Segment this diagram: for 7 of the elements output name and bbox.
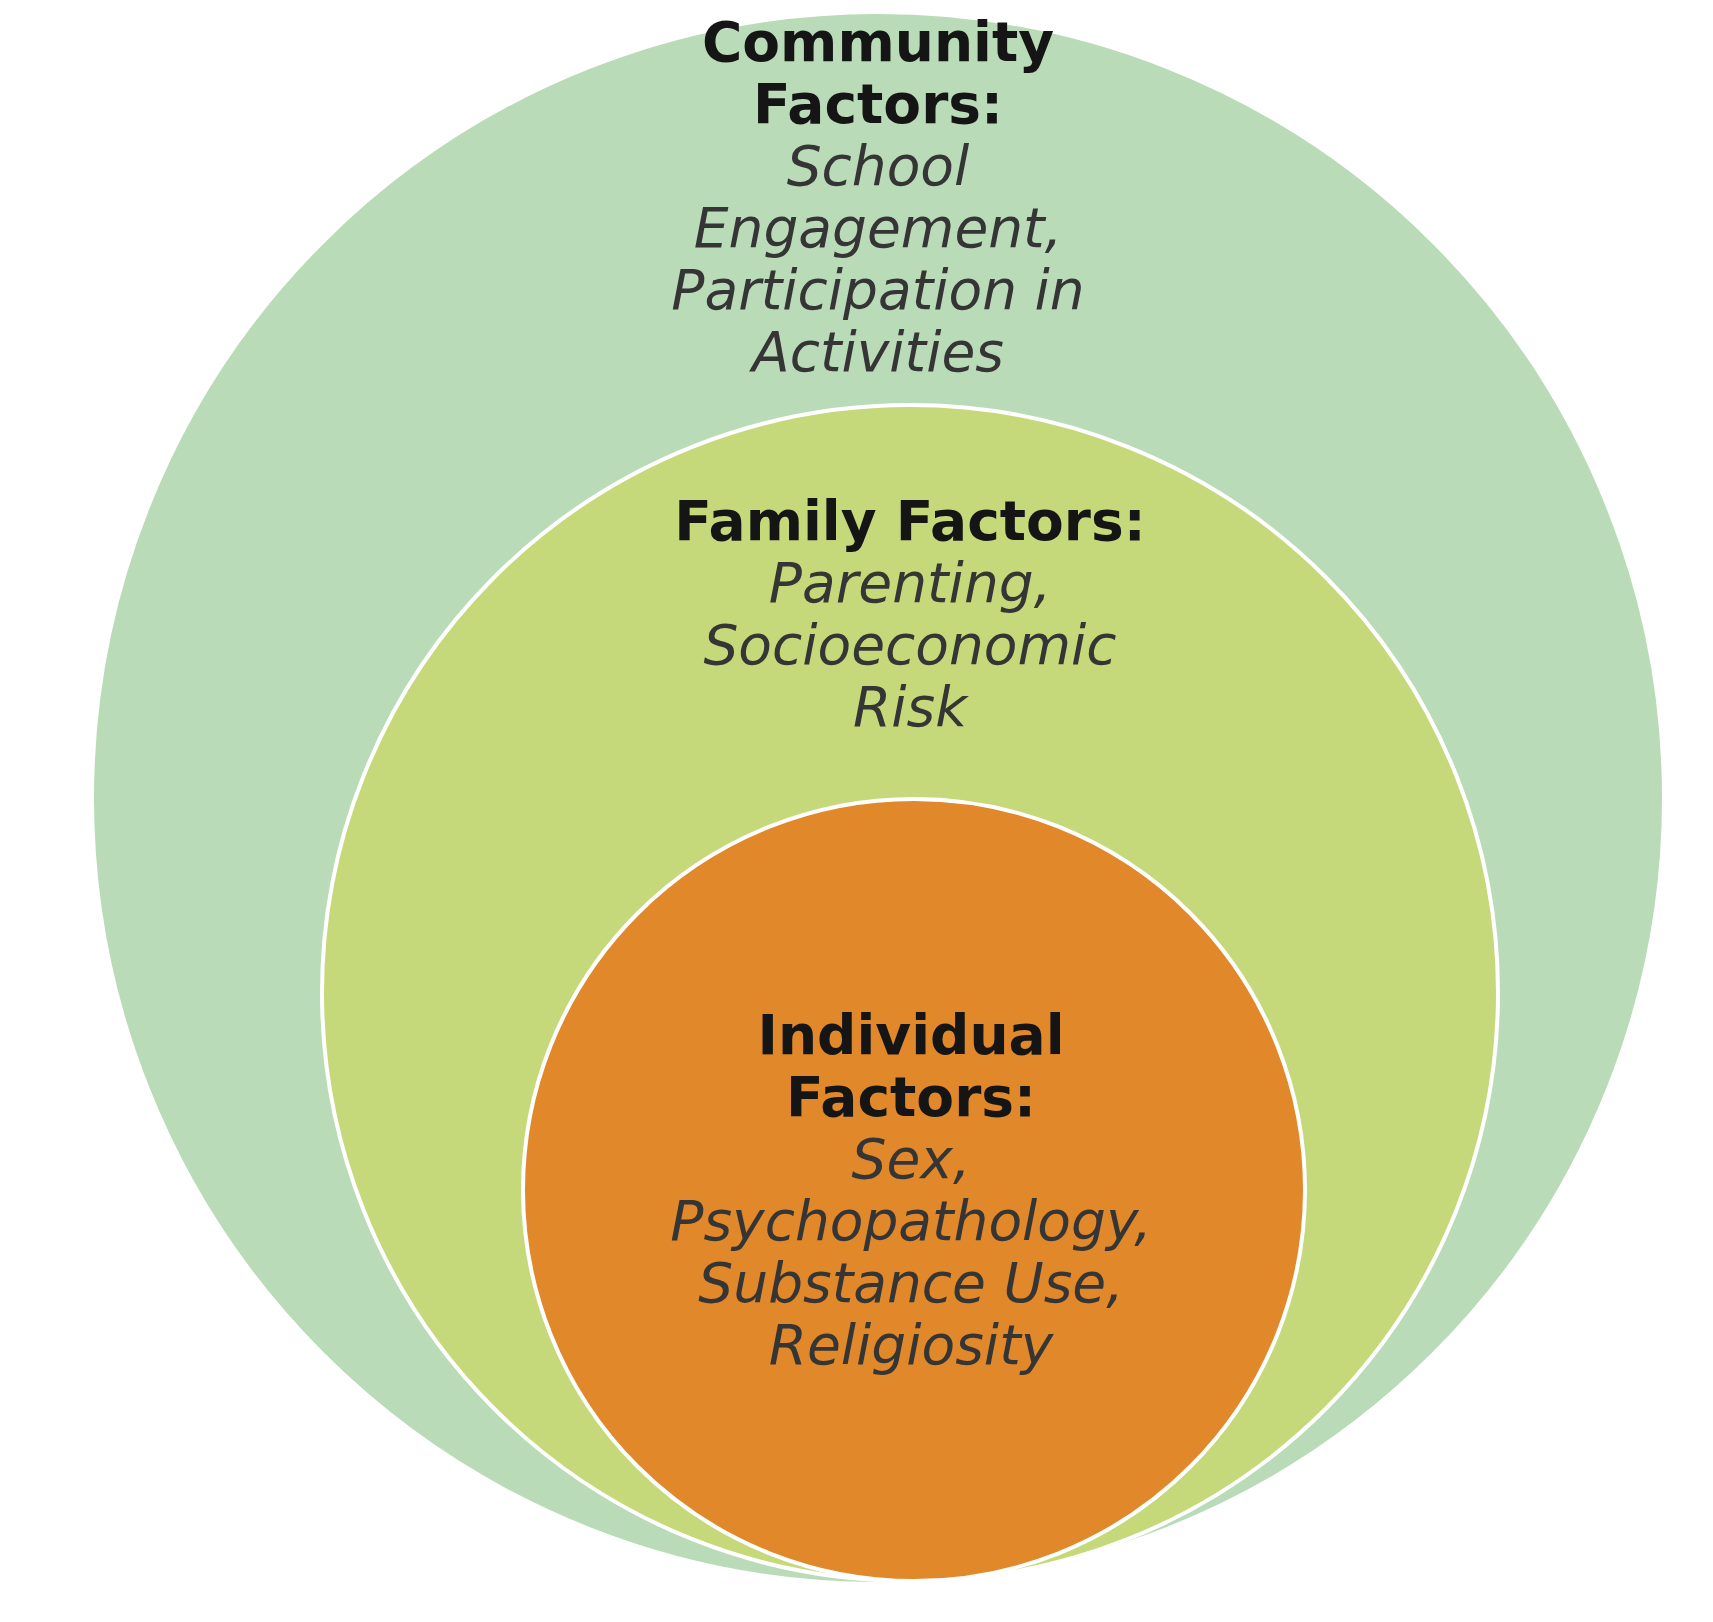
- factor-heading: Community Factors:: [700, 11, 1056, 135]
- factor-examples: School Engagement, Participation in Activities: [670, 135, 1086, 383]
- factor-examples: Parenting, Socioeconomic Risk: [703, 552, 1118, 738]
- factor-heading: Individual Factors:: [756, 1004, 1066, 1128]
- factor-heading: Family Factors:: [673, 490, 1147, 552]
- middle-circle: [320, 403, 1500, 1583]
- factor-examples: Sex, Psychopathology, Substance Use, Religiosity: [669, 1128, 1153, 1376]
